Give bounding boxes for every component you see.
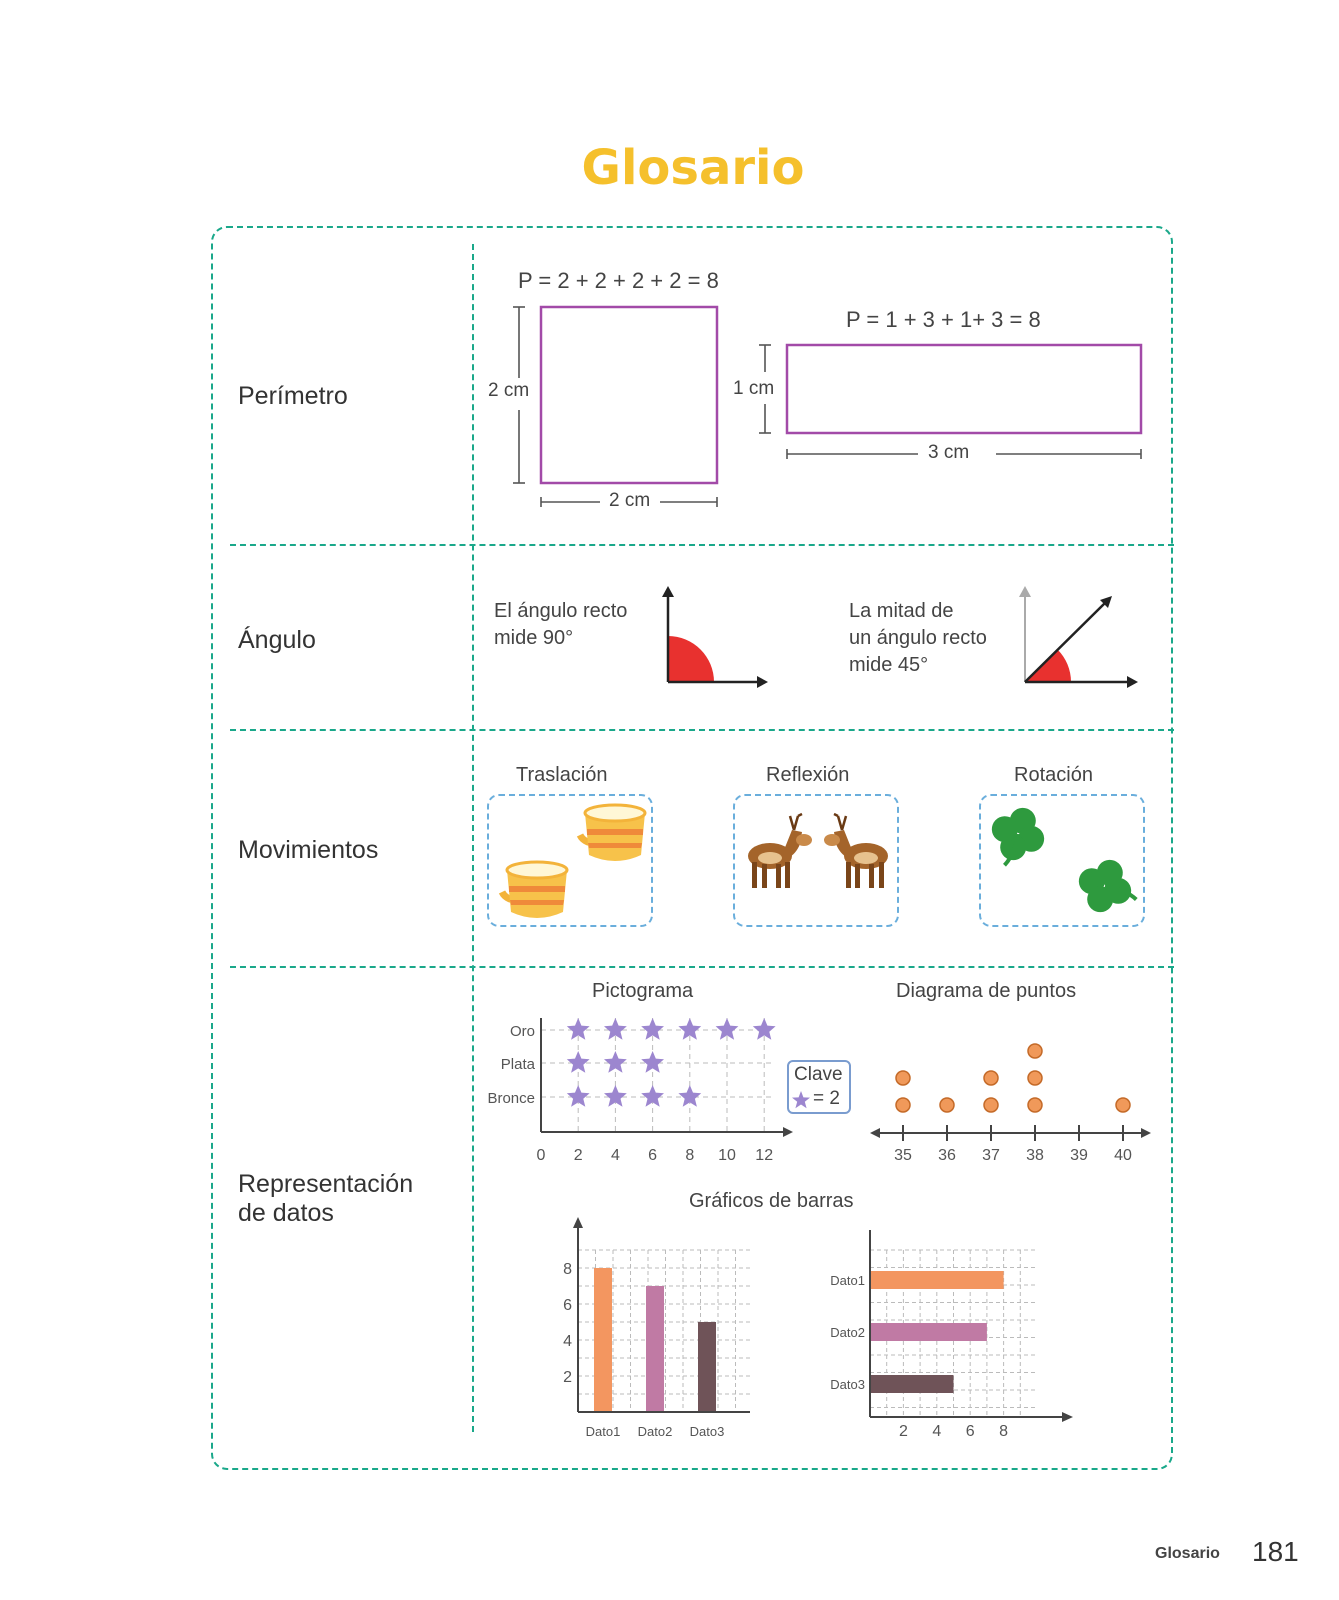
square-formula: P = 2 + 2 + 2 + 2 = 8 xyxy=(518,268,719,293)
reflection-label: Reflexión xyxy=(766,764,850,786)
key-star-icon xyxy=(792,1091,810,1109)
term-perimetro: Perímetro xyxy=(238,382,348,410)
half-angle-line3: mide 45° xyxy=(849,654,929,676)
dotplot-title: Diagrama de puntos xyxy=(896,980,1077,1002)
glossary-frame xyxy=(211,226,1173,1470)
translation-label: Traslación xyxy=(516,764,608,786)
term-representacion-line2: de datos xyxy=(238,1199,334,1227)
row-divider-2 xyxy=(230,729,1174,731)
footer-label: Glosario xyxy=(1155,1545,1220,1562)
translation-box xyxy=(487,794,653,927)
column-divider xyxy=(472,244,474,1432)
right-angle-line2: mide 90° xyxy=(494,627,574,649)
row-divider-3 xyxy=(230,966,1174,968)
right-angle-text: El ángulo recto mide 90° xyxy=(494,598,627,652)
half-angle-line2: un ángulo recto xyxy=(849,627,987,649)
key-value: = 2 xyxy=(813,1088,840,1109)
pictogram-key: Clave = 2 xyxy=(787,1060,851,1114)
row-divider-1 xyxy=(230,544,1174,546)
bars-title: Gráficos de barras xyxy=(689,1190,854,1212)
square-base-label: 2 cm xyxy=(603,490,657,512)
term-angulo: Ángulo xyxy=(238,626,316,654)
term-representacion-line1: Representación xyxy=(238,1170,414,1198)
pictogram-title: Pictograma xyxy=(592,980,694,1002)
key-label: Clave xyxy=(794,1064,843,1085)
rotation-label: Rotación xyxy=(1014,764,1093,786)
term-movimientos: Movimientos xyxy=(238,836,379,864)
half-angle-text: La mitad de un ángulo recto mide 45° xyxy=(849,598,987,679)
square-side-label: 2 cm xyxy=(488,380,530,401)
page-title: Glosario xyxy=(581,140,805,196)
rect-height-label: 1 cm xyxy=(733,378,775,399)
reflection-box xyxy=(733,794,899,927)
rect-base-label: 3 cm xyxy=(922,442,976,464)
rect-formula: P = 1 + 3 + 1+ 3 = 8 xyxy=(846,307,1041,332)
page-number: 181 xyxy=(1252,1536,1299,1567)
term-representacion: Representación de datos xyxy=(238,1170,413,1228)
rotation-box xyxy=(979,794,1145,927)
half-angle-line1: La mitad de xyxy=(849,600,954,622)
right-angle-line1: El ángulo recto xyxy=(494,600,628,622)
